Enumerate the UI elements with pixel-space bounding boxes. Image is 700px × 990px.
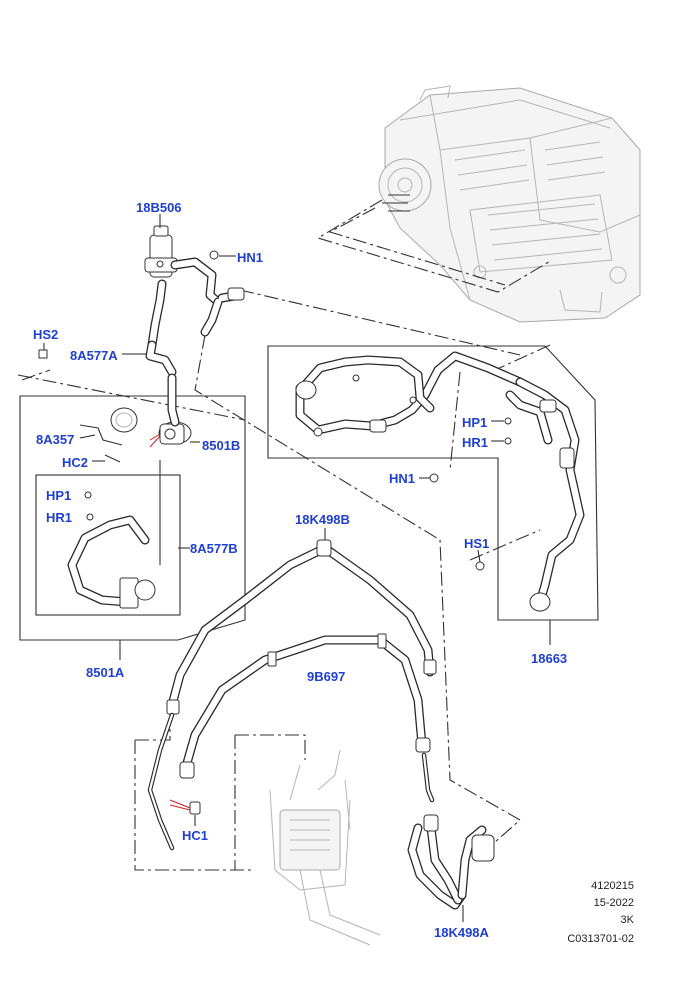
callout-18b506: 18B506 <box>136 200 182 215</box>
footer-line-3: 3K <box>620 914 634 926</box>
footer-line-1: 4120215 <box>591 880 634 892</box>
callout-8501b: 8501B <box>202 438 241 453</box>
pipe-9B697 <box>147 633 435 851</box>
hose-18K498B <box>166 528 437 715</box>
callout-8a577b: 8A577B <box>190 541 238 556</box>
bracket-8A357 <box>79 407 138 463</box>
pump-8501B <box>149 373 200 565</box>
screw-hs2 <box>38 343 48 359</box>
clip-hc1 <box>169 799 201 826</box>
callout-hs1: HS1 <box>464 536 490 551</box>
hose-18K498A <box>407 814 495 922</box>
callout-hc2: HC2 <box>62 455 89 470</box>
callout-18k498a: 18K498A <box>434 925 489 940</box>
callout-9b697: 9B697 <box>307 669 346 684</box>
clips-right <box>419 417 512 571</box>
callout-8a577a: 8A577A <box>70 348 118 363</box>
hvac-unit-illustration <box>378 85 641 323</box>
footer-line-4: C0313701-02 <box>567 933 634 945</box>
callout-18k498b: 18K498B <box>295 512 350 527</box>
heater-unit-illustration <box>269 749 381 946</box>
callout-hr1-right: HR1 <box>462 435 489 450</box>
callout-hn1-top: HN1 <box>237 250 264 265</box>
hose-clip-hn1-top <box>209 250 236 260</box>
callout-hc1: HC1 <box>182 828 209 843</box>
dash-dot-connections <box>17 199 553 871</box>
callout-8a357: 8A357 <box>36 432 75 447</box>
coolant-valve-18B506 <box>144 214 245 350</box>
callout-18663: 18663 <box>531 651 568 666</box>
hose-assembly-18663 <box>295 351 585 612</box>
callout-hs2: HS2 <box>33 327 59 342</box>
callout-hp1-left: HP1 <box>46 488 72 503</box>
hvac-pipe-stubs <box>382 194 410 212</box>
footer-line-2: 15-2022 <box>593 897 634 909</box>
callout-8501a: 8501A <box>86 665 125 680</box>
callout-hn1-mid: HN1 <box>389 471 416 486</box>
callout-hr1-left: HR1 <box>46 510 73 525</box>
group-box-18663 <box>267 345 599 645</box>
hose-8A577B <box>67 491 156 609</box>
hose-8A577A <box>122 340 177 377</box>
callout-hp1-right: HP1 <box>462 415 488 430</box>
